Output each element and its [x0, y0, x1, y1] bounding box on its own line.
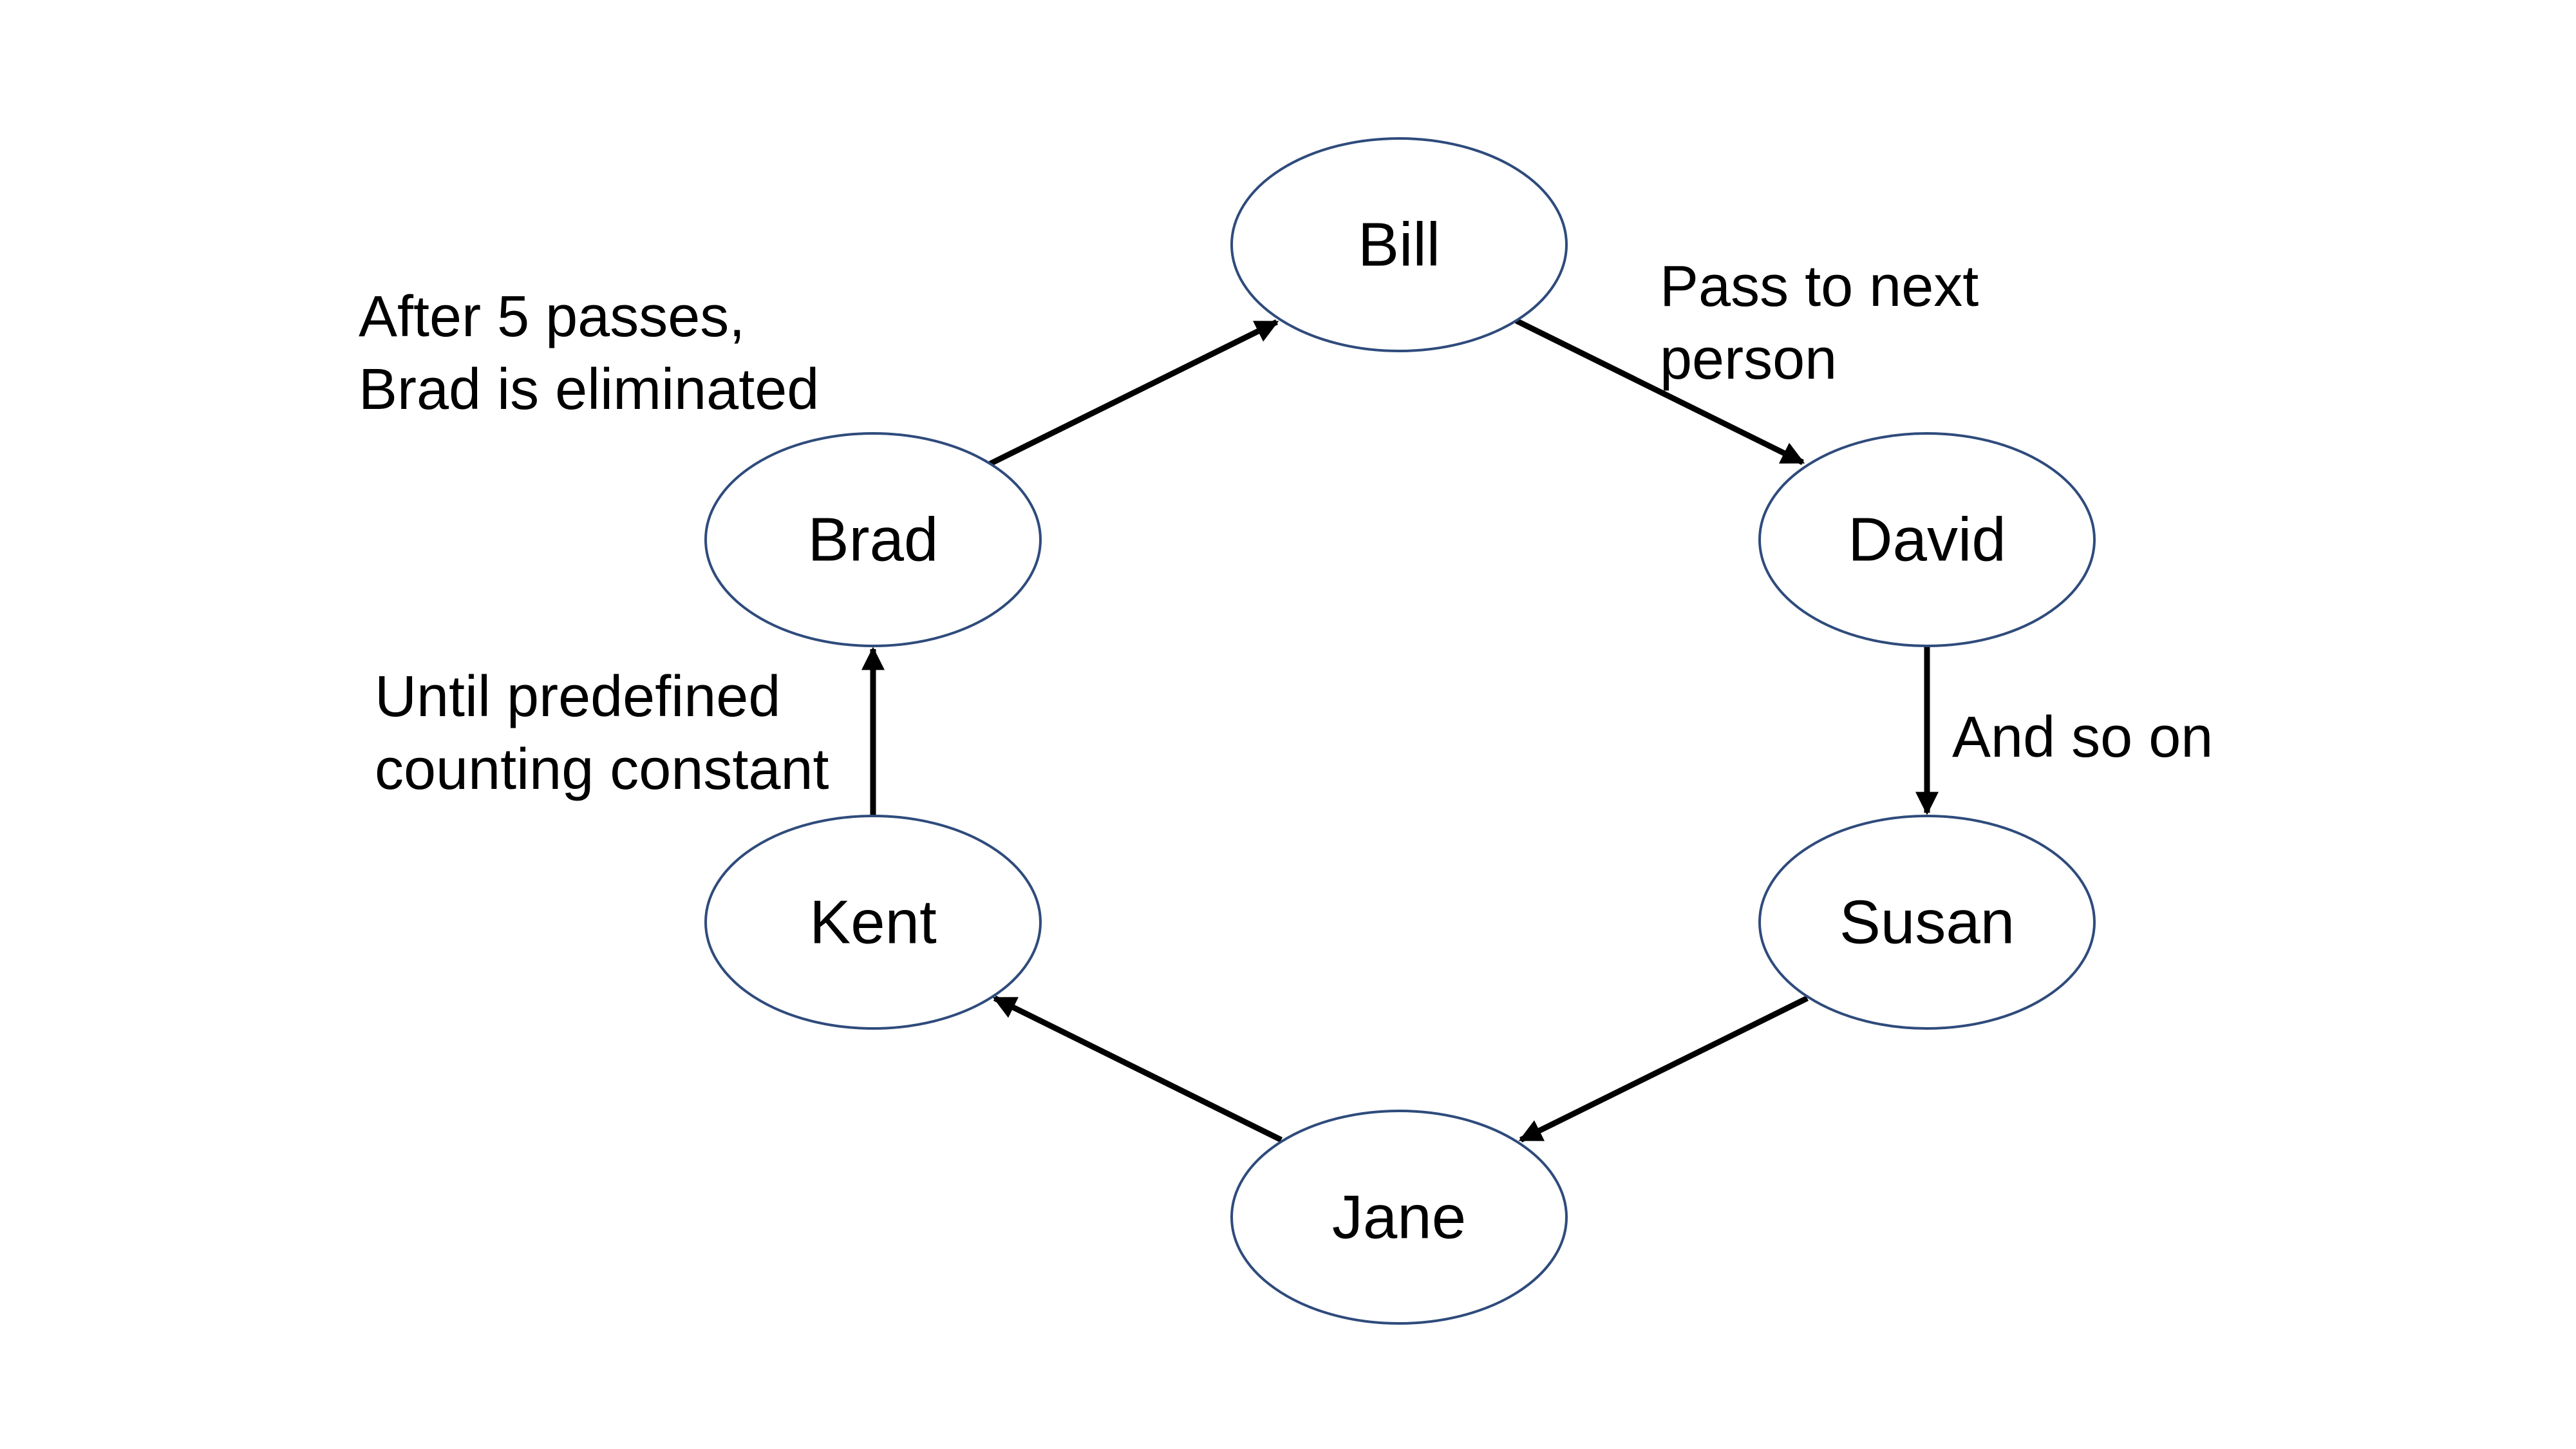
edge-brad-to-bill: [989, 319, 1279, 467]
edge-jane-to-kent: [992, 995, 1283, 1143]
annotation-pass-line-2: person: [1660, 327, 1837, 392]
node-brad-label: Brad: [808, 506, 939, 574]
node-brad: Brad: [704, 432, 1042, 647]
annotation-continue-line-1: And so on: [1952, 705, 2213, 770]
node-susan: Susan: [1758, 815, 2096, 1030]
annotation-continue: And so on: [1952, 705, 2213, 770]
annotation-eliminated-line-1: After 5 passes,: [359, 285, 745, 349]
node-susan-ellipse: [1758, 815, 2096, 1030]
annotation-eliminated: After 5 passes, Brad is eliminated: [359, 285, 819, 422]
node-jane-ellipse: [1230, 1110, 1568, 1325]
annotation-until-line-2: counting constant: [375, 737, 829, 802]
node-david: David: [1758, 432, 2096, 647]
node-kent-ellipse: [704, 815, 1042, 1030]
node-david-ellipse: [1758, 432, 2096, 647]
edge-bill-to-david: [1515, 317, 1805, 466]
edge-susan-to-jane: [1518, 995, 1809, 1143]
node-bill-label: Bill: [1358, 211, 1440, 279]
annotation-until: Until predefined counting constant: [375, 665, 829, 802]
node-susan-label: Susan: [1839, 888, 2015, 957]
node-bill: Bill: [1230, 137, 1568, 352]
annotation-eliminated-line-2: Brad is eliminated: [359, 357, 819, 422]
node-kent: Kent: [704, 815, 1042, 1030]
edges: [861, 317, 1939, 1143]
annotation-until-line-1: Until predefined: [375, 665, 780, 729]
node-bill-ellipse: [1230, 137, 1568, 352]
node-kent-label: Kent: [809, 888, 936, 957]
annotation-pass: Pass to next person: [1660, 254, 1979, 392]
node-jane-label: Jane: [1332, 1183, 1466, 1252]
node-jane: Jane: [1230, 1110, 1568, 1325]
node-david-label: David: [1848, 506, 2006, 574]
node-brad-ellipse: [704, 432, 1042, 647]
annotation-pass-line-1: Pass to next: [1660, 254, 1979, 319]
